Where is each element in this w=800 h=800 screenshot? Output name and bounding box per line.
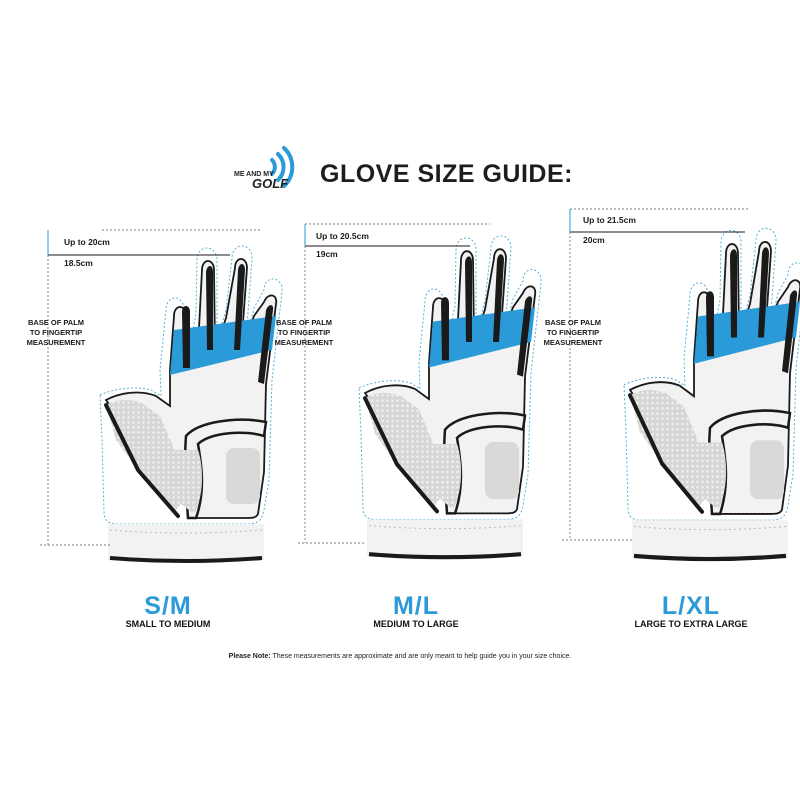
sm-measure-line-2: TO FINGERTIP	[30, 328, 82, 337]
ml-measure-line-2: TO FINGERTIP	[278, 328, 330, 337]
size-ml: M/L MEDIUM TO LARGE	[316, 592, 516, 629]
lxl-measure-line-3: MEASUREMENT	[544, 338, 603, 347]
measure-labels: Up to 20cm 18.5cm Up to 20.5cm 19cm Up t…	[27, 215, 637, 347]
glove-lxl	[562, 208, 800, 559]
glove-size-diagram: Up to 20cm 18.5cm Up to 20.5cm 19cm Up t…	[27, 208, 800, 563]
ml-lower-label: 19cm	[316, 249, 338, 259]
note-label: Please Note:	[228, 653, 271, 660]
note-text: These measurements are approximate and a…	[270, 653, 572, 660]
lxl-upper-label: Up to 21.5cm	[583, 215, 636, 225]
ml-measure-line-1: BASE OF PALM	[276, 318, 332, 327]
size-code: M/L	[392, 592, 440, 620]
sm-upper-label: Up to 20cm	[64, 237, 110, 247]
sm-measure-line-3: MEASUREMENT	[27, 338, 86, 347]
header: ME AND MY GOLF GLOVE SIZE GUIDE:	[232, 140, 632, 210]
size-name: LARGE TO EXTRA LARGE	[634, 619, 748, 629]
glove-ml	[298, 223, 541, 557]
ml-upper-label: Up to 20.5cm	[316, 231, 369, 241]
signal-waves-icon	[270, 146, 295, 188]
lxl-measure-line-1: BASE OF PALM	[545, 318, 601, 327]
glove-sm	[40, 229, 285, 563]
size-name: MEDIUM TO LARGE	[373, 619, 459, 629]
size-sm: S/M SMALL TO MEDIUM	[68, 592, 268, 629]
disclaimer-note: Please Note: These measurements are appr…	[0, 653, 800, 660]
me-and-my-golf-logo: ME AND MY GOLF	[234, 146, 295, 191]
sm-measure-line-1: BASE OF PALM	[28, 318, 84, 327]
page-title: GLOVE SIZE GUIDE:	[320, 160, 573, 188]
logo-line-text: ME AND MY	[234, 171, 274, 178]
size-code: S/M	[144, 592, 192, 620]
size-code: L/XL	[661, 592, 721, 620]
size-name: SMALL TO MEDIUM	[125, 619, 211, 629]
size-lxl: L/XL LARGE TO EXTRA LARGE	[591, 592, 791, 629]
lxl-measure-line-2: TO FINGERTIP	[547, 328, 599, 337]
sm-lower-label: 18.5cm	[64, 258, 93, 268]
logo-word-text: GOLF	[252, 176, 289, 191]
ml-measure-line-3: MEASUREMENT	[275, 338, 334, 347]
lxl-lower-label: 20cm	[583, 235, 605, 245]
